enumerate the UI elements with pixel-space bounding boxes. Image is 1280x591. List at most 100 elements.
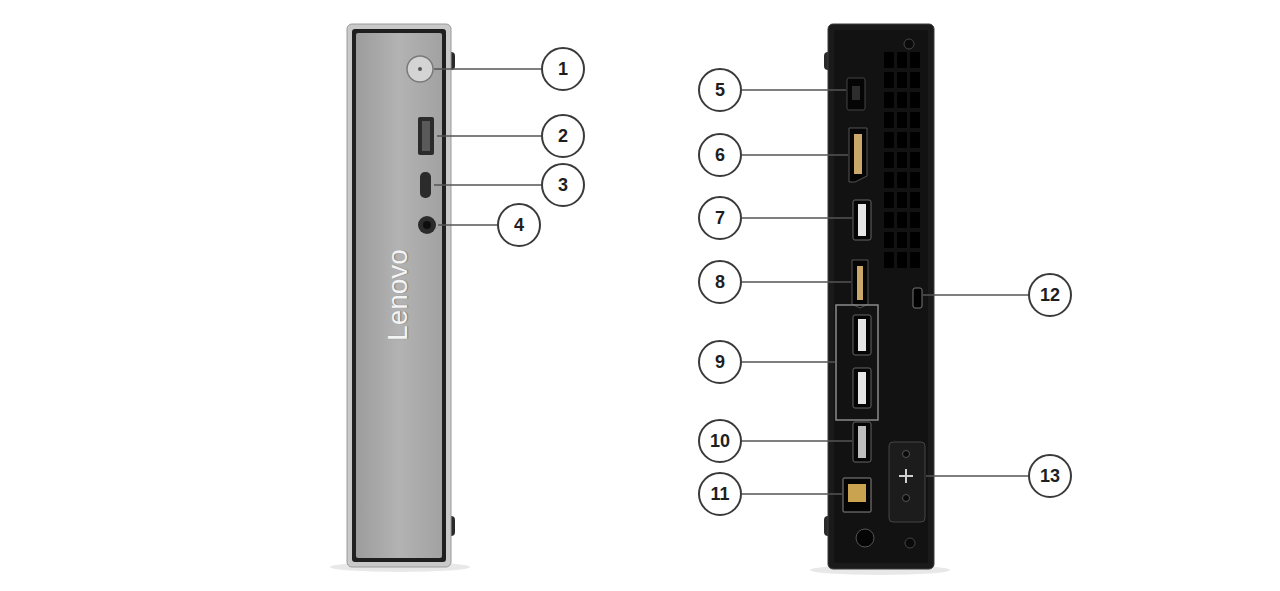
leader-line bbox=[742, 217, 852, 219]
usb-a-tongue bbox=[858, 372, 866, 404]
usb-a-port bbox=[853, 200, 871, 240]
callout-number: 9 bbox=[699, 341, 741, 383]
usb-a-tongue bbox=[858, 204, 866, 236]
vent-slot bbox=[897, 112, 907, 128]
expansion-cover bbox=[889, 442, 925, 522]
vent-slot bbox=[910, 132, 920, 148]
hdmi-pins bbox=[857, 266, 863, 300]
power-jack bbox=[847, 78, 865, 110]
usb-a-port bbox=[853, 368, 871, 408]
displayport bbox=[849, 128, 867, 182]
brand-logo: Lenovo bbox=[382, 249, 414, 341]
usb-a-port bbox=[853, 422, 871, 462]
screw bbox=[903, 451, 910, 458]
vent-slot bbox=[897, 232, 907, 248]
callout-circle bbox=[498, 204, 540, 246]
usb-a-tongue bbox=[858, 319, 866, 351]
usb-a-tongue bbox=[858, 426, 866, 458]
leader-line bbox=[742, 154, 848, 156]
vent-slot bbox=[897, 152, 907, 168]
screw bbox=[904, 39, 914, 49]
plus-symbol bbox=[899, 469, 913, 483]
vent-slot bbox=[884, 212, 894, 228]
leader-line bbox=[923, 294, 1029, 296]
callout-circle bbox=[699, 197, 741, 239]
callout-number: 2 bbox=[542, 115, 584, 157]
power-jack-pin bbox=[852, 86, 860, 100]
screw bbox=[905, 538, 915, 548]
port-group-bracket bbox=[836, 305, 878, 420]
vent-slot bbox=[897, 192, 907, 208]
callout-number: 10 bbox=[699, 420, 741, 462]
vent-slot bbox=[897, 212, 907, 228]
callout-number: 3 bbox=[542, 164, 584, 206]
vent-slot bbox=[884, 172, 894, 188]
security-slot bbox=[913, 288, 922, 308]
vent-slot bbox=[910, 152, 920, 168]
vent-slot bbox=[910, 172, 920, 188]
vent-slot bbox=[884, 232, 894, 248]
hdmi-port bbox=[852, 260, 868, 308]
callout-number: 7 bbox=[699, 197, 741, 239]
displayport-pins bbox=[854, 134, 862, 174]
vent-slot bbox=[910, 52, 920, 68]
leader-line bbox=[742, 440, 852, 442]
callout-number: 1 bbox=[542, 48, 584, 90]
usb-a-port bbox=[418, 117, 434, 155]
vent-slot bbox=[910, 112, 920, 128]
vent-slot bbox=[910, 192, 920, 208]
front-bezel bbox=[352, 29, 446, 562]
ethernet-port bbox=[843, 478, 871, 512]
vent-slot bbox=[884, 52, 894, 68]
leader-line bbox=[434, 184, 541, 186]
vent-slot bbox=[910, 232, 920, 248]
vent-slot bbox=[910, 212, 920, 228]
audio-jack-hole bbox=[423, 221, 431, 229]
callout-number: 13 bbox=[1029, 455, 1071, 497]
callout-number: 8 bbox=[699, 261, 741, 303]
callout-circle bbox=[699, 473, 741, 515]
vent-slot bbox=[897, 52, 907, 68]
callout-circles bbox=[498, 48, 1071, 515]
ethernet-contacts bbox=[848, 484, 866, 502]
usb-a-port bbox=[853, 315, 871, 355]
callout-circle bbox=[1029, 274, 1071, 316]
vent-grid bbox=[884, 52, 920, 268]
leader-line bbox=[742, 89, 846, 91]
leader-line bbox=[742, 493, 842, 495]
vent-slot bbox=[910, 92, 920, 108]
screw bbox=[903, 495, 910, 502]
callout-number: 6 bbox=[699, 134, 741, 176]
antenna-connector bbox=[856, 529, 874, 547]
front-panel bbox=[356, 33, 442, 558]
vent-slot bbox=[884, 112, 894, 128]
callout-circle bbox=[699, 420, 741, 462]
callout-circle bbox=[699, 341, 741, 383]
vent-slot bbox=[910, 252, 920, 268]
vent-slot bbox=[897, 252, 907, 268]
callout-circle bbox=[542, 164, 584, 206]
power-button bbox=[407, 56, 433, 82]
callout-circle bbox=[542, 115, 584, 157]
vent-slot bbox=[884, 92, 894, 108]
usb-c-port bbox=[420, 172, 431, 198]
vent-slot bbox=[897, 72, 907, 88]
vent-slot bbox=[897, 132, 907, 148]
vent-slot bbox=[884, 252, 894, 268]
callout-number: 11 bbox=[699, 473, 741, 515]
leader-line bbox=[926, 475, 1029, 477]
back-housing bbox=[828, 24, 934, 569]
vent-slot bbox=[910, 72, 920, 88]
leader-line bbox=[437, 135, 541, 137]
leader-line bbox=[438, 224, 497, 226]
callout-circle bbox=[699, 261, 741, 303]
callout-number: 4 bbox=[498, 204, 540, 246]
vent-slot bbox=[884, 132, 894, 148]
audio-jack bbox=[418, 216, 436, 234]
callout-circle bbox=[1029, 455, 1071, 497]
front-housing bbox=[347, 24, 451, 567]
leader-line bbox=[742, 361, 835, 363]
vent-slot bbox=[884, 192, 894, 208]
vent-slot bbox=[897, 92, 907, 108]
